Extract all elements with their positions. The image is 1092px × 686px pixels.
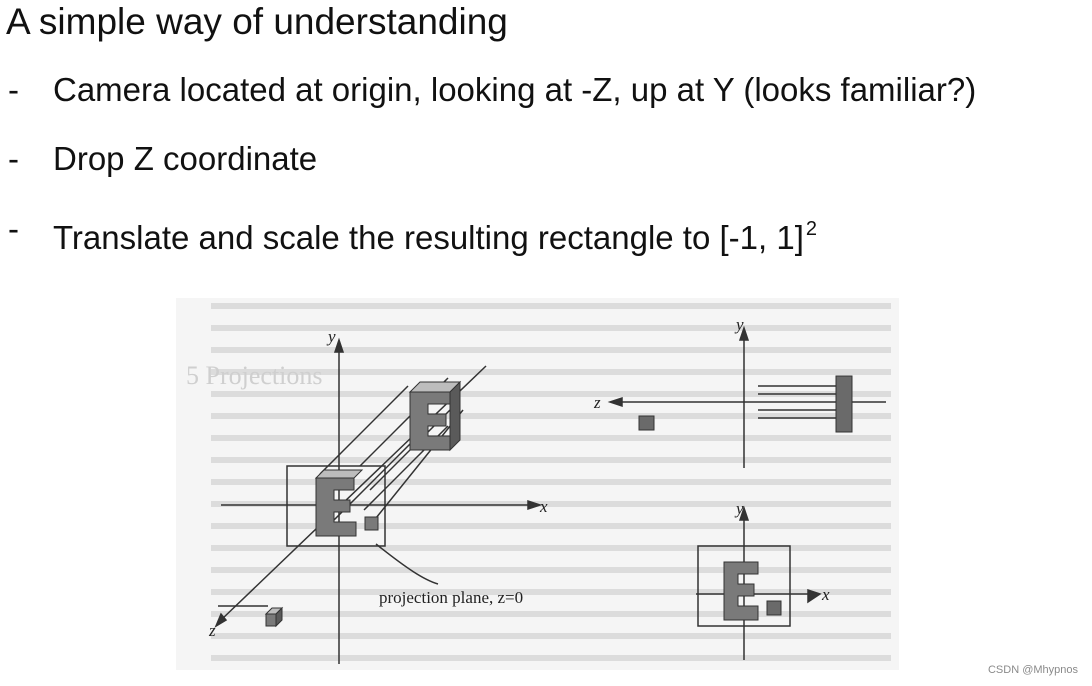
caption-leader-line [375,543,439,585]
front-view-cube [766,600,782,616]
z-axis-arrowhead [214,612,228,628]
e-letter-projected [314,469,364,537]
top-view-y-label: y [734,315,744,334]
bullet-text-main: Translate and scale the resulting rectan… [53,219,804,256]
bullet-text: Translate and scale the resulting rectan… [53,207,817,260]
projection-diagram: 5 Projections [186,303,891,664]
front-view-frame-rect [697,545,791,627]
bullet-text-main: Drop Z coordinate [53,140,318,177]
bullet-text-main: Camera located at origin, looking at -Z,… [53,71,977,108]
bullet-dash: - [8,71,19,108]
front-view-e-letter [723,561,759,621]
bullet-text: Camera located at origin, looking at -Z,… [53,68,976,112]
projection-plane-caption: projection plane, z=0 [379,588,523,607]
front-view-y-label: y [734,499,744,518]
top-view-cube [638,415,655,431]
left-y-label: y [326,327,336,346]
z-axis-line [220,365,487,621]
projection-figure: 5 Projections [176,298,899,670]
top-view-e-block [835,375,853,433]
bullet-dash: - [8,140,19,177]
slide-title: A simple way of understanding [6,1,508,42]
top-view-z-label: z [593,393,601,412]
watermark-text: CSDN @Mhypnos [987,664,1078,676]
faint-heading: 5 Projections [186,361,323,390]
x-axis-arrowhead [527,499,543,511]
small-cube-on-plane [364,516,379,531]
bullet-text: Drop Z coordinate [53,137,317,181]
small-cube-near-z [264,606,284,628]
y-axis-arrowhead [333,337,345,353]
front-view-x-label: x [821,585,830,604]
left-x-label: x [539,497,548,516]
superscript-exponent: 2 [805,218,817,240]
left-z-label: z [208,621,216,640]
scan-noise-lines [211,303,891,661]
e-letter-3d [408,380,462,452]
bullet-dash: - [8,210,19,247]
